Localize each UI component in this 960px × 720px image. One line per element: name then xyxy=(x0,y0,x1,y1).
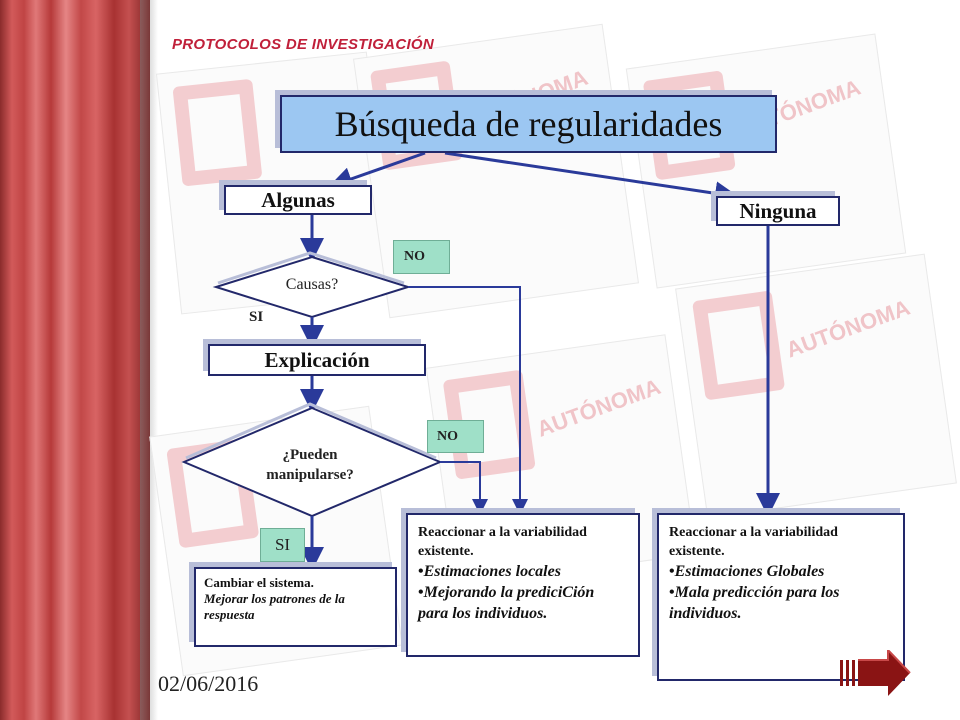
next-arrow-icon[interactable] xyxy=(838,650,912,696)
manipularse-diamond-shadow xyxy=(185,402,437,460)
page-header: PROTOCOLOS DE INVESTIGACIÓN xyxy=(172,36,435,53)
bullet-item: •Estimaciones Globales xyxy=(669,563,825,580)
manipularse-line2: manipularse? xyxy=(266,467,354,483)
slide-date: 02/06/2016 xyxy=(158,671,259,696)
manipularse-line1: ¿Pueden xyxy=(282,447,338,463)
si-label-causas: SI xyxy=(249,309,264,325)
bullet-item: •Mejorando la prediciCión para los indiv… xyxy=(418,584,595,622)
arrow-main-to-ninguna xyxy=(444,151,739,206)
bullet-item: •Estimaciones locales xyxy=(418,563,561,580)
bullet-text: Estimaciones locales xyxy=(423,563,561,580)
main-title-box: Búsqueda de regularidades xyxy=(280,95,777,153)
arrow-main-to-algunas xyxy=(328,151,426,191)
curtain-shadow xyxy=(140,0,158,720)
algunas-box: Algunas xyxy=(224,185,372,215)
no-tag-causas: NO xyxy=(393,240,450,274)
reaccionar-global-title: Reaccionar a la variabilidad existente. xyxy=(669,525,838,559)
reaccionar-global-box: Reaccionar a la variabilidad existente. … xyxy=(657,513,905,681)
arrow-manipularse-no xyxy=(440,461,488,515)
arrow-causas-no xyxy=(408,286,528,515)
bullet-text: Estimaciones Globales xyxy=(674,563,825,580)
bullet-text: Mejorando la prediciCión para los indivi… xyxy=(418,584,595,622)
si-tag-manipularse: SI xyxy=(260,528,305,562)
bullet-text: Mala predicción para los individuos. xyxy=(669,584,840,622)
cambiar-line2: Mejorar los patrones de la respuesta xyxy=(204,591,345,622)
causas-label: Causas? xyxy=(285,276,339,293)
causas-diamond-shadow xyxy=(217,251,405,285)
cambiar-sistema-box: Cambiar el sistema. Mejorar los patrones… xyxy=(194,567,397,647)
reaccionar-local-box: Reaccionar a la variabilidad existente. … xyxy=(406,513,640,657)
cambiar-line1: Cambiar el sistema. xyxy=(204,575,314,590)
ninguna-box: Ninguna xyxy=(716,196,840,226)
reaccionar-local-title: Reaccionar a la variabilidad existente. xyxy=(418,525,587,559)
no-tag-manipularse: NO xyxy=(427,420,484,453)
explicacion-box: Explicación xyxy=(208,344,426,376)
curtain-background xyxy=(0,0,150,720)
bullet-item: •Mala predicción para los individuos. xyxy=(669,584,840,622)
manipularse-label: ¿Pueden manipularse? xyxy=(230,445,390,485)
